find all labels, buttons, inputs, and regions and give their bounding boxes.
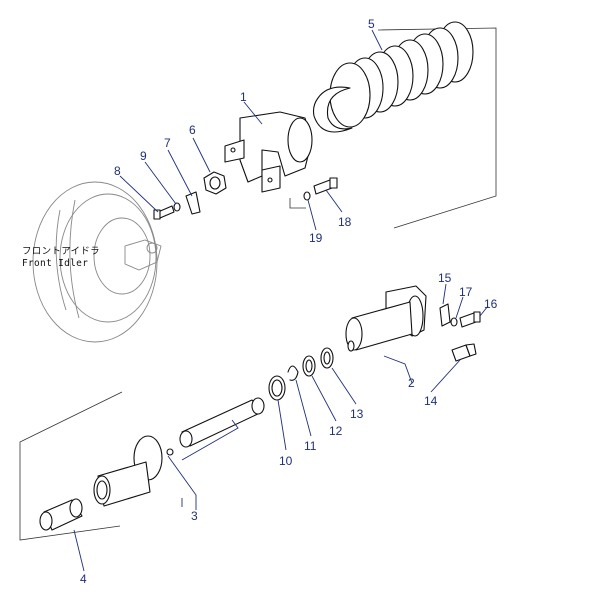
bolt-16 bbox=[459, 311, 481, 328]
idler-shaft-flanged bbox=[345, 285, 427, 352]
callout-6: 6 bbox=[189, 123, 196, 137]
callout-15: 15 bbox=[438, 271, 452, 285]
bolt-8 bbox=[153, 205, 175, 220]
callout-11: 11 bbox=[304, 439, 317, 453]
idler-label-jp: フロントアイドラ bbox=[22, 246, 100, 257]
lock-plate-15 bbox=[439, 303, 451, 327]
callout-13: 13 bbox=[350, 407, 364, 421]
callout-16: 16 bbox=[484, 297, 498, 311]
seal-13 bbox=[320, 347, 334, 369]
hub-3 bbox=[93, 435, 163, 507]
callout-1: 1 bbox=[240, 90, 247, 104]
callout-leaders bbox=[73, 29, 489, 572]
recoil-spring bbox=[312, 21, 474, 133]
snap-ring-11 bbox=[287, 365, 299, 381]
callout-4: 4 bbox=[80, 572, 87, 586]
callout-9: 9 bbox=[140, 149, 147, 163]
ring-12 bbox=[302, 355, 316, 377]
washer-19 bbox=[303, 191, 311, 201]
callout-2: 2 bbox=[408, 376, 415, 390]
seal-10 bbox=[268, 375, 286, 401]
callout-7: 7 bbox=[164, 136, 171, 150]
callout-12: 12 bbox=[329, 424, 343, 438]
callout-8: 8 bbox=[114, 164, 121, 178]
callout-10: 10 bbox=[279, 454, 293, 468]
bolt-18 bbox=[313, 177, 338, 195]
callout-5: 5 bbox=[368, 17, 375, 31]
callout-19: 19 bbox=[309, 231, 323, 245]
yoke-bracket bbox=[224, 111, 313, 193]
idler-label-en: Front Idler bbox=[22, 258, 88, 269]
assembly-frame-lines bbox=[19, 27, 497, 541]
washer-17 bbox=[450, 317, 458, 327]
callout-14: 14 bbox=[424, 394, 438, 408]
axle-3 bbox=[166, 397, 265, 456]
callout-numbers: 1 2 3 4 5 6 7 8 9 10 11 12 13 14 15 16 1… bbox=[80, 17, 498, 586]
lock-nut bbox=[203, 171, 227, 195]
bushing-4 bbox=[39, 498, 83, 531]
callout-3: 3 bbox=[191, 509, 198, 523]
washer-9 bbox=[173, 202, 181, 212]
lock-plate bbox=[185, 191, 201, 215]
front-idler-wheel bbox=[32, 181, 162, 343]
callout-18: 18 bbox=[338, 215, 352, 229]
callout-17: 17 bbox=[459, 285, 473, 299]
grease-fitting-14 bbox=[451, 343, 477, 362]
